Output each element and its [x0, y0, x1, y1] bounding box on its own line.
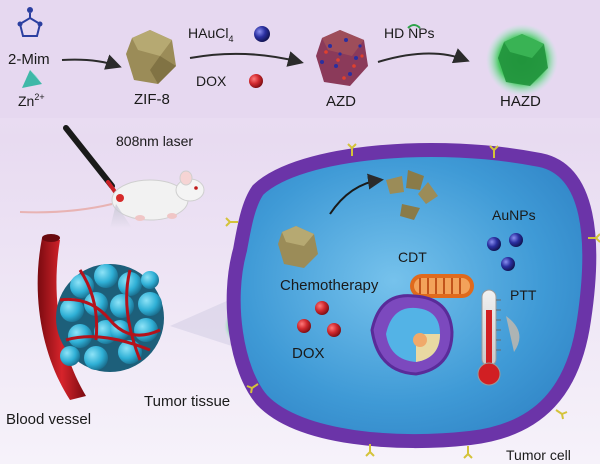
arrow-to-hazd — [377, 48, 470, 64]
blood-vessel-icon — [37, 238, 86, 400]
zoom-wedge — [170, 296, 238, 348]
laser-zoom-beam — [110, 204, 132, 228]
degrading-zif8-icon — [386, 170, 438, 220]
precursor-2-mim-label: 2-Mim — [8, 51, 50, 68]
mitochondrion-icon — [410, 274, 474, 298]
nucleus-icon — [370, 294, 454, 376]
aunps-label: AuNPs — [492, 207, 536, 223]
aunps-cluster-icon — [487, 233, 523, 271]
tumor-mass-icon — [56, 264, 164, 372]
laser-spot — [116, 194, 124, 202]
heat-wave-icon — [506, 316, 520, 352]
ptt-label: PTT — [510, 287, 537, 303]
hazd-label: HAZD — [500, 93, 541, 110]
thermometer-icon — [477, 289, 501, 386]
dox-in-cell-label: DOX — [292, 345, 325, 362]
zif8-label: ZIF-8 — [134, 91, 170, 108]
2-mim-molecule-icon — [17, 7, 43, 37]
tumor-tissue-label: Tumor tissue — [144, 393, 230, 410]
zif8-crystal-icon — [126, 30, 176, 84]
arrow-to-azd — [189, 51, 304, 67]
azd-crystal-icon — [316, 30, 368, 86]
blood-vessel-label: Blood vessel — [6, 411, 91, 428]
laser-probe-icon — [63, 125, 115, 189]
chemotherapy-label: Chemotherapy — [280, 277, 379, 294]
au-precursor-sphere — [254, 26, 270, 42]
hd-nps-label: HD NPs — [384, 25, 435, 41]
zn-ion-icon — [22, 70, 42, 88]
tumor-cell-label: Tumor cell — [506, 447, 571, 463]
dox-in-cell-cluster — [297, 301, 341, 337]
cdt-label: CDT — [398, 249, 427, 265]
laser-label: 808nm laser — [116, 133, 193, 149]
receptor-icons — [225, 143, 600, 459]
hazd-particle-icon — [486, 24, 558, 96]
dox-reagent-label: DOX — [196, 73, 227, 89]
azd-label: AZD — [326, 93, 356, 110]
zif8-in-cell-icon — [278, 226, 318, 268]
arrow-to-zif8 — [61, 54, 122, 70]
degradation-arrow — [329, 173, 384, 215]
haucl4-label: HAuCl4 — [188, 25, 233, 44]
blood-vessel-opening — [42, 234, 60, 242]
dox-reagent-sphere — [249, 74, 263, 88]
precursor-zn-label: Zn2+ — [18, 92, 45, 109]
hd-nps-squiggle-icon — [407, 24, 421, 29]
mouse-icon — [19, 170, 205, 221]
